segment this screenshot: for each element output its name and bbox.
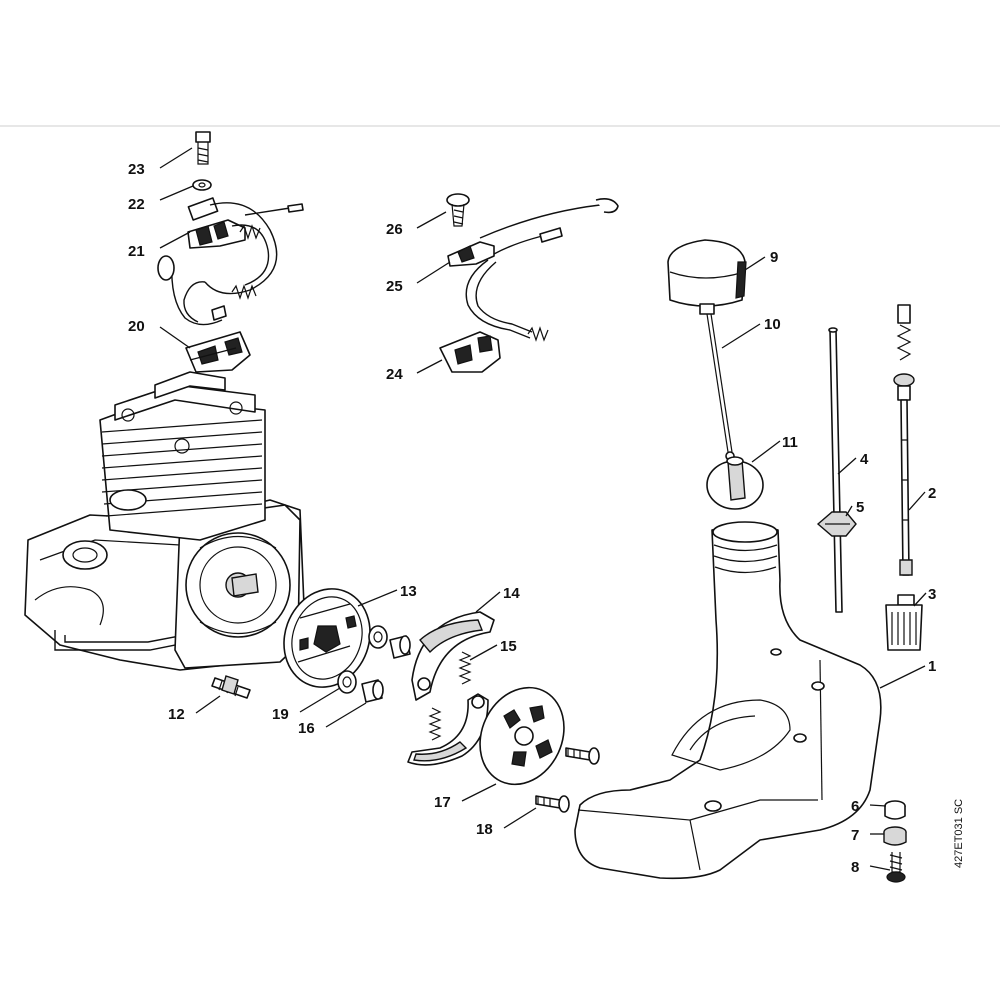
callout-14: 14	[503, 585, 520, 602]
drawing-code: 427ET031 SC	[953, 799, 965, 868]
part-24-cable-bracket	[439, 331, 501, 373]
callout-11: 11	[782, 434, 798, 451]
callout-24: 24	[386, 366, 403, 383]
callout-1: 1	[928, 658, 936, 675]
callout-22: 22	[128, 196, 145, 213]
callout-23: 23	[128, 161, 145, 178]
part-25-throttle-cable	[447, 198, 619, 342]
callout-25: 25	[386, 278, 403, 295]
part-23-screw	[195, 131, 211, 165]
callout-5: 5	[856, 499, 864, 516]
part-4-fuel-hose	[828, 327, 843, 613]
part-22-washer	[192, 179, 212, 191]
callout-7: 7	[851, 827, 859, 844]
part-17-thrust-plate	[479, 686, 565, 786]
part-9-filler-cap	[667, 239, 747, 315]
part-15-tension-spring	[428, 651, 472, 741]
callout-labels: 23 22 21 20 26 25 24 9 10 11 4 5 2 3 1 6…	[128, 161, 936, 876]
callout-6: 6	[851, 798, 859, 815]
part-3-fuel-filter	[885, 594, 923, 651]
part-16-sleeve	[361, 635, 411, 703]
part-20-ignition-module	[185, 331, 251, 373]
engine-crankcase-assembly	[24, 371, 306, 671]
callout-13: 13	[400, 583, 417, 600]
callout-21: 21	[128, 243, 145, 260]
part-1-fuel-tank	[574, 521, 882, 880]
part-11-cap-retainer	[706, 456, 764, 510]
callout-9: 9	[770, 249, 778, 266]
part-10-cap-strap	[706, 313, 735, 461]
callout-10: 10	[764, 316, 781, 333]
part-6-sleeve	[884, 800, 906, 820]
callout-3: 3	[928, 586, 936, 603]
callout-2: 2	[928, 485, 936, 502]
part-12-collar-screw	[211, 675, 251, 699]
callout-4: 4	[860, 451, 869, 468]
callout-26: 26	[386, 221, 403, 238]
callout-19: 19	[272, 706, 289, 723]
part-7-rubber-buffer	[883, 826, 907, 846]
callout-12: 12	[168, 706, 185, 723]
callout-15: 15	[500, 638, 517, 655]
callout-16: 16	[298, 720, 315, 737]
leader-lines	[159, 147, 927, 871]
part-8-screw	[886, 852, 906, 883]
part-19-washer	[337, 625, 388, 694]
part-21-short-circuit-wire	[157, 197, 304, 326]
part-5-grommet	[816, 511, 857, 537]
part-26-screw	[446, 193, 470, 227]
callout-17: 17	[434, 794, 451, 811]
callout-20: 20	[128, 318, 145, 335]
part-18-shoulder-screw	[535, 747, 600, 813]
callout-8: 8	[851, 859, 859, 876]
callout-18: 18	[476, 821, 493, 838]
part-2-pickup-hose	[893, 304, 915, 576]
part-13-clutch-carrier	[283, 588, 371, 688]
